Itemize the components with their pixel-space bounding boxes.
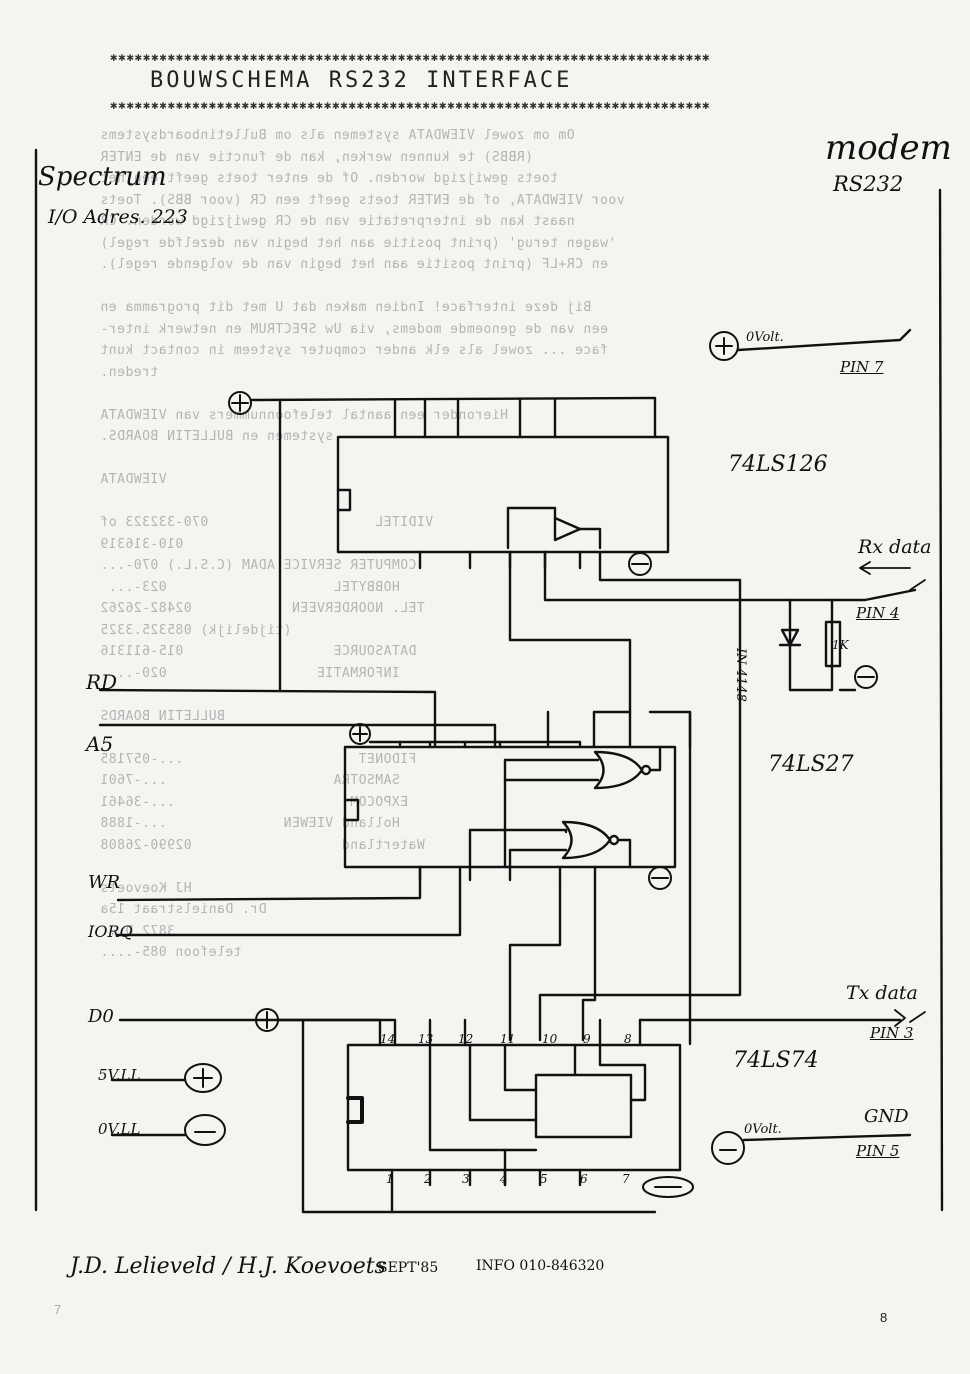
label-wr: WR <box>88 872 121 893</box>
label-rs232: RS232 <box>833 172 904 196</box>
label-tx-data: Tx data <box>846 982 918 1004</box>
vcc-74-loop <box>301 1018 657 1214</box>
label-5v: 5V.LL <box>98 1066 141 1084</box>
label-pin7: PIN 7 <box>840 358 884 376</box>
pin-number: 11 <box>500 1032 516 1046</box>
wire-a5 <box>98 723 497 749</box>
wire-d0 <box>118 1018 382 1047</box>
label-74ls27: 74LS27 <box>768 752 854 777</box>
label-74ls74: 74LS74 <box>733 1048 819 1073</box>
net-rx-in <box>508 550 632 714</box>
resistor <box>824 620 842 668</box>
label-rx-data: Rx data <box>858 536 932 558</box>
label-a5: A5 <box>86 732 114 756</box>
label-resistor: 1K <box>832 638 849 652</box>
pin-number: 7 <box>622 1172 630 1186</box>
diode <box>780 628 800 647</box>
pin-number: 1 <box>386 1172 394 1186</box>
pin-number: 9 <box>583 1032 591 1046</box>
pin-number: 3 <box>462 1172 470 1186</box>
label-d0: D0 <box>88 1006 114 1027</box>
pin-number: 6 <box>580 1172 588 1186</box>
plus-126 <box>228 391 252 415</box>
plus-5v <box>184 1063 222 1093</box>
chip-74ls74 <box>346 1043 682 1172</box>
gnd-27 <box>648 866 672 890</box>
wire-wr <box>116 865 422 902</box>
label-pin5: PIN 5 <box>856 1142 900 1160</box>
footer-info: INFO 010-846320 <box>476 1258 605 1274</box>
page-number: 8 <box>880 1310 888 1325</box>
pin-number: 10 <box>542 1032 558 1046</box>
gnd-126 <box>628 552 652 576</box>
gnd-rx <box>854 665 878 689</box>
label-io-address: I/O Adres. 223 <box>48 206 188 228</box>
vcc-rail-126 <box>250 396 657 439</box>
flip-flop <box>534 1073 633 1139</box>
pin-number: 14 <box>380 1032 396 1046</box>
footer-date: SEPT'85 <box>378 1260 439 1276</box>
label-pin3: PIN 3 <box>870 1024 914 1042</box>
pin-number: 2 <box>424 1172 432 1186</box>
chip-74ls126 <box>336 435 670 554</box>
pin-number: 13 <box>418 1032 434 1046</box>
wire-rd <box>98 688 437 749</box>
label-diode: IN 4148 <box>733 648 748 702</box>
label-rd: RD <box>86 670 118 694</box>
wire-pin7 <box>736 328 912 352</box>
label-gnd: GND <box>864 1106 909 1127</box>
footer-authors: J.D. Lelieveld / H.J. Koevoets <box>70 1254 386 1279</box>
minus-0v <box>184 1114 226 1146</box>
wire-iorq <box>116 865 462 937</box>
nor-gate-1 <box>593 750 644 790</box>
minus-right <box>711 1131 745 1165</box>
pin-number: 4 <box>500 1172 508 1186</box>
label-74ls126: 74LS126 <box>728 452 828 477</box>
net-126-out <box>538 550 742 1042</box>
label-spectrum: Spectrum <box>38 162 167 192</box>
title-stars-bottom: ✱✱✱✱✱✱✱✱✱✱✱✱✱✱✱✱✱✱✱✱✱✱✱✱✱✱✱✱✱✱✱✱✱✱✱✱✱✱✱✱… <box>110 98 711 112</box>
label-0volt-bottom: 0Volt. <box>744 1122 782 1137</box>
pin-number: 8 <box>624 1032 632 1046</box>
label-iorq: IORQ <box>88 922 133 941</box>
page-title: BOUWSCHEMA RS232 INTERFACE <box>150 68 573 93</box>
buffer-gate <box>553 516 582 542</box>
pin-number: 5 <box>540 1172 548 1186</box>
wire-gnd <box>742 1133 912 1142</box>
title-stars-top: ✱✱✱✱✱✱✱✱✱✱✱✱✱✱✱✱✱✱✱✱✱✱✱✱✱✱✱✱✱✱✱✱✱✱✱✱✱✱✱✱… <box>110 50 711 64</box>
pin-number: 12 <box>458 1032 474 1046</box>
net-27-out <box>508 878 562 1042</box>
net-rx-data <box>543 550 917 602</box>
back-page-number: 7 <box>54 1302 62 1317</box>
label-0volt-top: 0Volt. <box>746 330 784 345</box>
plus-right <box>709 331 739 361</box>
right-margin-line <box>938 188 944 1212</box>
label-modem: modem <box>825 128 952 168</box>
label-0v: 0V.LL <box>98 1120 141 1138</box>
nor-gate-2 <box>561 820 612 860</box>
label-pin4: PIN 4 <box>856 604 900 622</box>
chip-74ls126-notch <box>336 488 352 512</box>
gnd-74 <box>642 1176 694 1198</box>
